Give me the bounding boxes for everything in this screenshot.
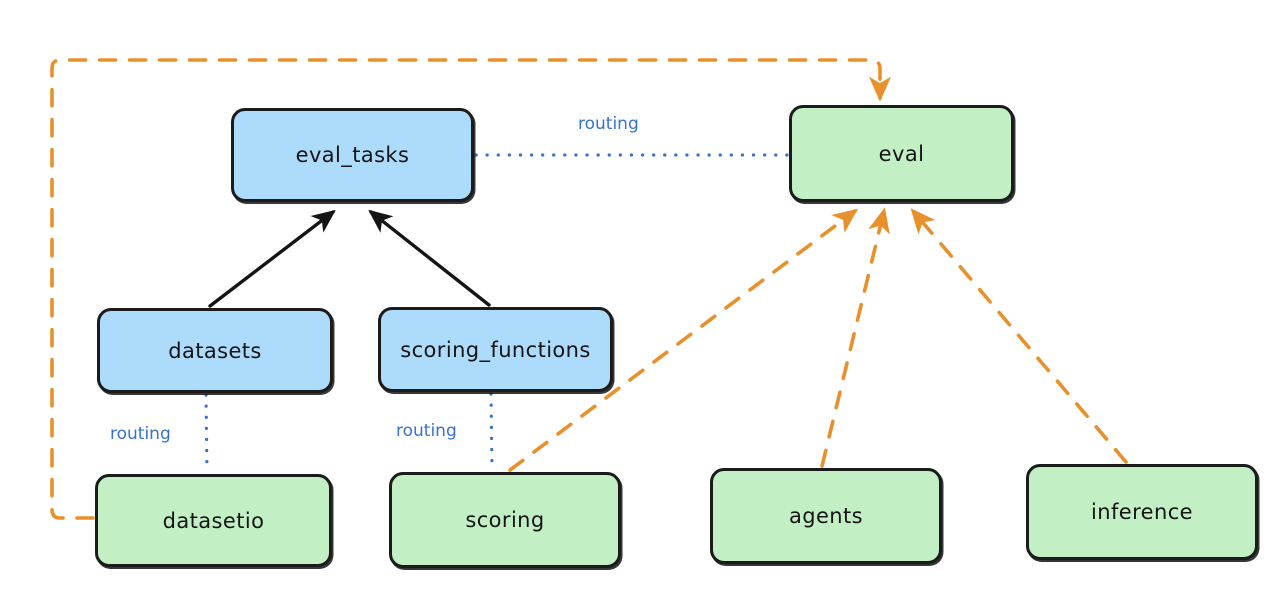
node-inference-label: inference <box>1091 500 1193 524</box>
node-agents-label: agents <box>788 504 863 528</box>
routing-edges <box>204 153 789 474</box>
edge-scoring-functions-to-scoring <box>489 392 494 472</box>
edge-datasets-to-datasetio <box>204 393 209 474</box>
composition-edges <box>208 209 491 308</box>
node-datasets[interactable]: datasets <box>97 308 333 393</box>
node-datasets-label: datasets <box>168 338 262 363</box>
node-datasetio-label: datasetio <box>162 508 265 533</box>
node-scoring-functions-label: scoring_functions <box>400 337 591 362</box>
node-eval-tasks-label: eval_tasks <box>295 143 410 167</box>
node-scoring-functions[interactable]: scoring_functions <box>378 307 613 392</box>
edge-agents-to-eval <box>820 207 890 468</box>
node-datasetio[interactable]: datasetio <box>95 474 332 567</box>
node-scoring-label: scoring <box>465 508 545 532</box>
node-eval-label: eval <box>878 141 925 166</box>
edge-scoring-functions-to-eval-tasks <box>368 209 491 307</box>
edge-label-routing-eval-tasks-eval: routing <box>578 114 639 134</box>
node-eval[interactable]: eval <box>789 105 1014 202</box>
edge-datasetio-to-eval <box>50 58 892 520</box>
edge-scoring-to-eval <box>508 208 859 472</box>
edge-datasets-to-eval-tasks <box>208 209 336 308</box>
node-inference[interactable]: inference <box>1026 464 1258 560</box>
edge-label-routing-scoring-functions-scoring: routing <box>396 421 457 441</box>
node-agents[interactable]: agents <box>710 468 942 564</box>
dependency-edges <box>50 58 1128 520</box>
edge-label-routing-datasets-datasetio: routing <box>110 424 171 444</box>
edge-inference-to-eval <box>910 208 1128 464</box>
node-scoring[interactable]: scoring <box>389 472 621 568</box>
node-eval-tasks[interactable]: eval_tasks <box>231 108 474 202</box>
